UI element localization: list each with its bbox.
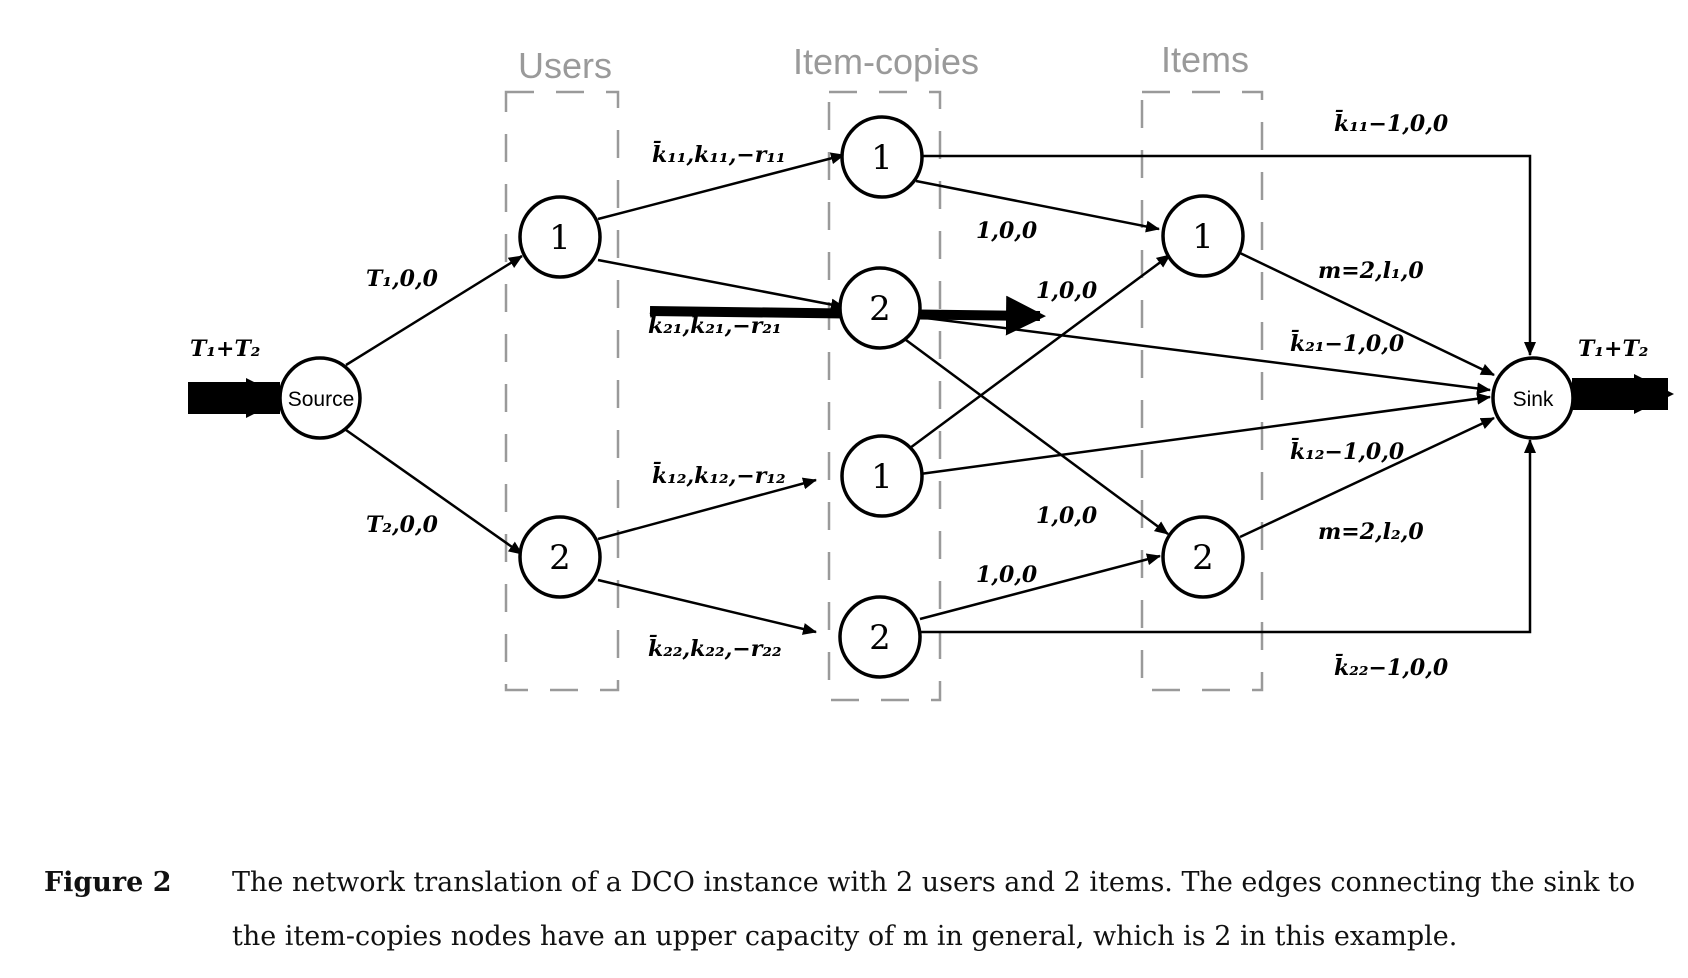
- edge-copy22-sink: [920, 439, 1536, 634]
- item-copy-node-21: [838, 266, 922, 350]
- sink-node: [1491, 356, 1575, 440]
- item-copy-node-22: [838, 595, 922, 679]
- user-node-2: [518, 515, 602, 599]
- user-node-1-label: 1: [549, 218, 571, 258]
- item-node-1-label: 1: [1192, 217, 1214, 257]
- caption-label: Figure 2: [44, 867, 172, 898]
- item-copy-node-22-label: 2: [869, 618, 891, 658]
- item-copies-column-box: [827, 90, 942, 702]
- edge-copy21-item2: [905, 338, 1169, 536]
- edge-label-copy21-item2: 1,0,0: [1036, 278, 1098, 304]
- edge-label-copy22-item2: 1,0,0: [976, 562, 1038, 588]
- edge-label-user2-copy12: k̄₁₂,k₁₂,−r₁₂: [652, 461, 786, 489]
- edge-label-source-user1: T₁,0,0: [366, 266, 439, 292]
- edge-source-user2: [345, 428, 523, 556]
- edge-label-copy12-sink: k̄₁₂−1,0,0: [1290, 437, 1405, 465]
- edge-user1-copy11: [597, 152, 845, 221]
- edge-label-user1-copy21: k̄₂₁,k₂₁,−r₂₁: [648, 311, 782, 339]
- item-node-1: [1161, 194, 1245, 278]
- item-copy-node-12-label: 1: [871, 457, 893, 497]
- edge-label-copy22-sink: k̄₂₂−1,0,0: [1334, 653, 1449, 681]
- edge-copy22-item2: [919, 553, 1161, 621]
- edge-user2-copy22: [597, 578, 817, 635]
- edge-label-copy11-item1: 1,0,0: [976, 218, 1038, 244]
- user-node-1: [518, 195, 602, 279]
- edge-item2-sink: [1239, 416, 1495, 539]
- edge-copy11-sink: [920, 154, 1536, 356]
- edge-label-copy21-sink: k̄₂₁−1,0,0: [1290, 329, 1405, 357]
- edge-label-item1-sink: m=2,l₁,0: [1318, 258, 1424, 284]
- source-node-label: Source: [288, 388, 355, 411]
- edge-label-user1-copy11: k̄₁₁,k₁₁,−r₁₁: [652, 140, 786, 168]
- network-diagram: Users Item-copies Items: [188, 39, 1674, 702]
- edge-source-user1: [345, 254, 523, 367]
- user-node-2-label: 2: [549, 538, 571, 578]
- item-copy-node-21-label: 2: [869, 289, 891, 329]
- item-node-2-label: 2: [1192, 538, 1214, 578]
- edge-copy12-item1: [909, 253, 1171, 450]
- item-copy-node-12: [840, 434, 924, 518]
- edge-user2-copy12: [597, 477, 817, 541]
- edge-label-copy11-sink: k̄₁₁−1,0,0: [1334, 109, 1449, 137]
- output-flow-label: T₁+T₂: [1578, 336, 1648, 362]
- edge-label-source-user2: T₂,0,0: [366, 512, 439, 538]
- sink-node-label: Sink: [1513, 388, 1554, 411]
- input-flow-label: T₁+T₂: [190, 336, 260, 362]
- item-copy-node-11-label: 1: [871, 138, 893, 178]
- edge-user1-copy21: [597, 258, 845, 311]
- users-column-title: Users: [518, 45, 612, 86]
- edge-label-user2-copy22: k̄₂₂,k₂₂,−r₂₂: [648, 634, 782, 662]
- edge-label-copy12-item1: 1,0,0: [1036, 503, 1098, 529]
- source-node: [278, 356, 362, 440]
- edge-label-item2-sink: m=2,l₂,0: [1318, 519, 1424, 545]
- edge-copy11-item1: [915, 179, 1160, 233]
- item-copy-node-11: [840, 115, 924, 199]
- item-copies-column-title: Item-copies: [793, 41, 979, 82]
- edge-copy12-sink: [919, 392, 1491, 476]
- edge-item1-sink: [1239, 251, 1495, 377]
- item-node-2: [1161, 515, 1245, 599]
- users-column-box: [504, 90, 620, 692]
- caption-text: The network translation of a DCO instanc…: [232, 867, 1636, 952]
- items-column-title: Items: [1161, 39, 1249, 80]
- items-column-box: [1140, 90, 1264, 692]
